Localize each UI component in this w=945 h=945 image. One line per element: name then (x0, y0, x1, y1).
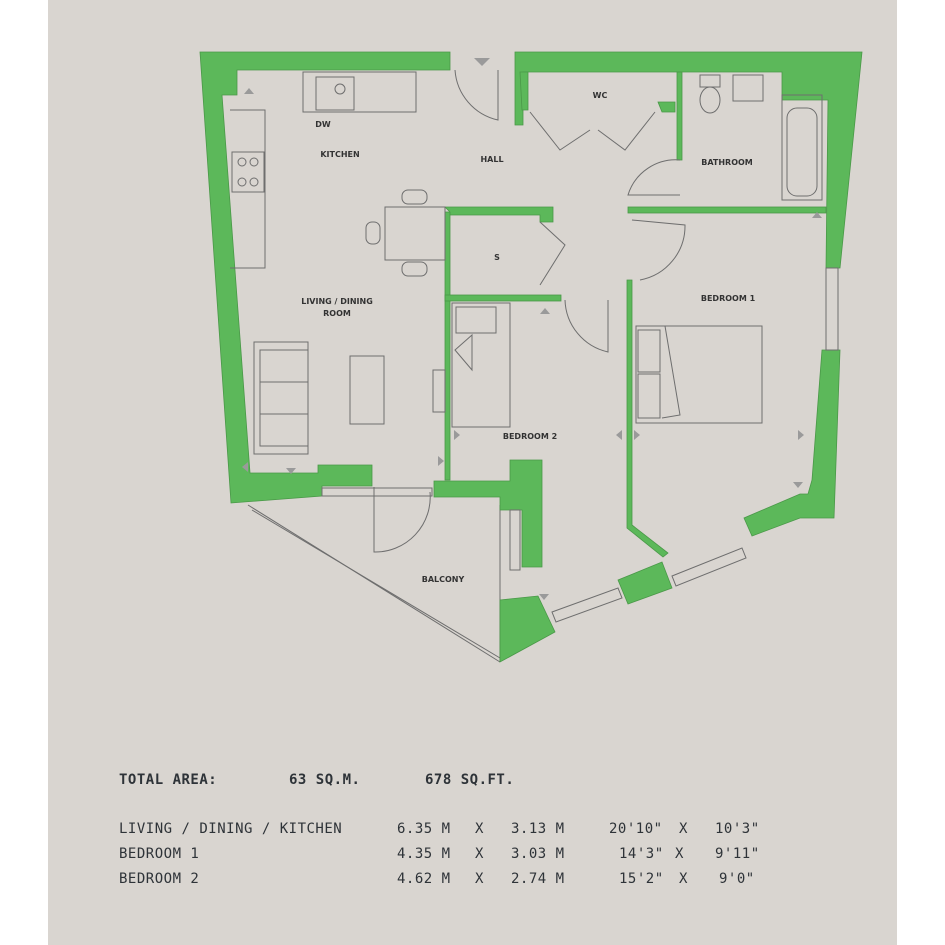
label-storage: S (494, 253, 500, 262)
label-hall: HALL (480, 155, 503, 164)
dimension-x: X (475, 821, 484, 837)
label-bathroom: BATHROOM (701, 158, 753, 167)
dimension-f1: 14'3" (619, 846, 664, 862)
wall-balcony-side (433, 459, 543, 568)
sofa (253, 341, 446, 455)
basin-icon (732, 74, 764, 102)
wall-bottom-corner (499, 595, 556, 663)
dimension-x: X (675, 846, 684, 862)
background-panel (48, 0, 897, 945)
dimension-m2: 3.03 M (511, 846, 565, 862)
dimension-f2: 9'11" (715, 846, 760, 862)
kitchen-units (230, 71, 417, 269)
doors (321, 69, 686, 553)
dining-table (365, 189, 446, 277)
dimension-f1: 20'10" (609, 821, 663, 837)
coffee-table (349, 355, 385, 425)
dimension-room: LIVING / DINING / KITCHEN (119, 821, 343, 837)
exterior-walls (199, 51, 863, 663)
dimension-x: X (679, 871, 688, 887)
wall-right-lower (743, 349, 841, 537)
total-area-label: TOTAL AREA: (119, 772, 218, 788)
label-balcony: BALCONY (422, 575, 465, 584)
bath-icon (781, 94, 823, 201)
dimension-x: X (475, 871, 484, 887)
label-kitchen: KITCHEN (320, 150, 359, 159)
total-area-sqm: 63 SQ.M. (289, 772, 361, 788)
label-wc: WC (593, 91, 608, 100)
dimension-m1: 4.35 M (397, 846, 451, 862)
dimension-m1: 4.62 M (397, 871, 451, 887)
sink-icon (315, 76, 355, 111)
dimension-m2: 2.74 M (511, 871, 565, 887)
total-area-sqft: 678 SQ.FT. (425, 772, 515, 788)
label-dw: DW (315, 120, 331, 129)
dimension-f2: 10'3" (715, 821, 760, 837)
dimension-x: X (475, 846, 484, 862)
dimension-f1: 15'2" (619, 871, 664, 887)
label-bedroom2: BEDROOM 2 (503, 432, 557, 441)
dimension-m2: 3.13 M (511, 821, 565, 837)
bathroom-fittings (699, 74, 823, 201)
interior-walls (444, 71, 827, 558)
toilet-icon (699, 86, 721, 114)
label-bedroom1: BEDROOM 1 (701, 294, 756, 303)
dimension-room: BEDROOM 1 (119, 846, 200, 862)
label-living-line1: LIVING / DINING (301, 297, 373, 306)
hob-icon (231, 151, 265, 193)
bedroom2-furniture (451, 302, 511, 428)
wall-top-right (514, 51, 863, 269)
dimension-f2: 9'0" (719, 871, 755, 887)
wall-window-middle (617, 561, 673, 605)
dimension-m1: 6.35 M (397, 821, 451, 837)
dimension-x: X (679, 821, 688, 837)
label-living-line2: ROOM (323, 309, 351, 318)
dimension-markers (242, 58, 822, 600)
bedroom1-bed (635, 325, 763, 424)
entrance-arrow-icon (474, 58, 490, 66)
dimension-room: BEDROOM 2 (119, 871, 200, 887)
windows (509, 267, 839, 623)
tv-unit (432, 369, 446, 413)
